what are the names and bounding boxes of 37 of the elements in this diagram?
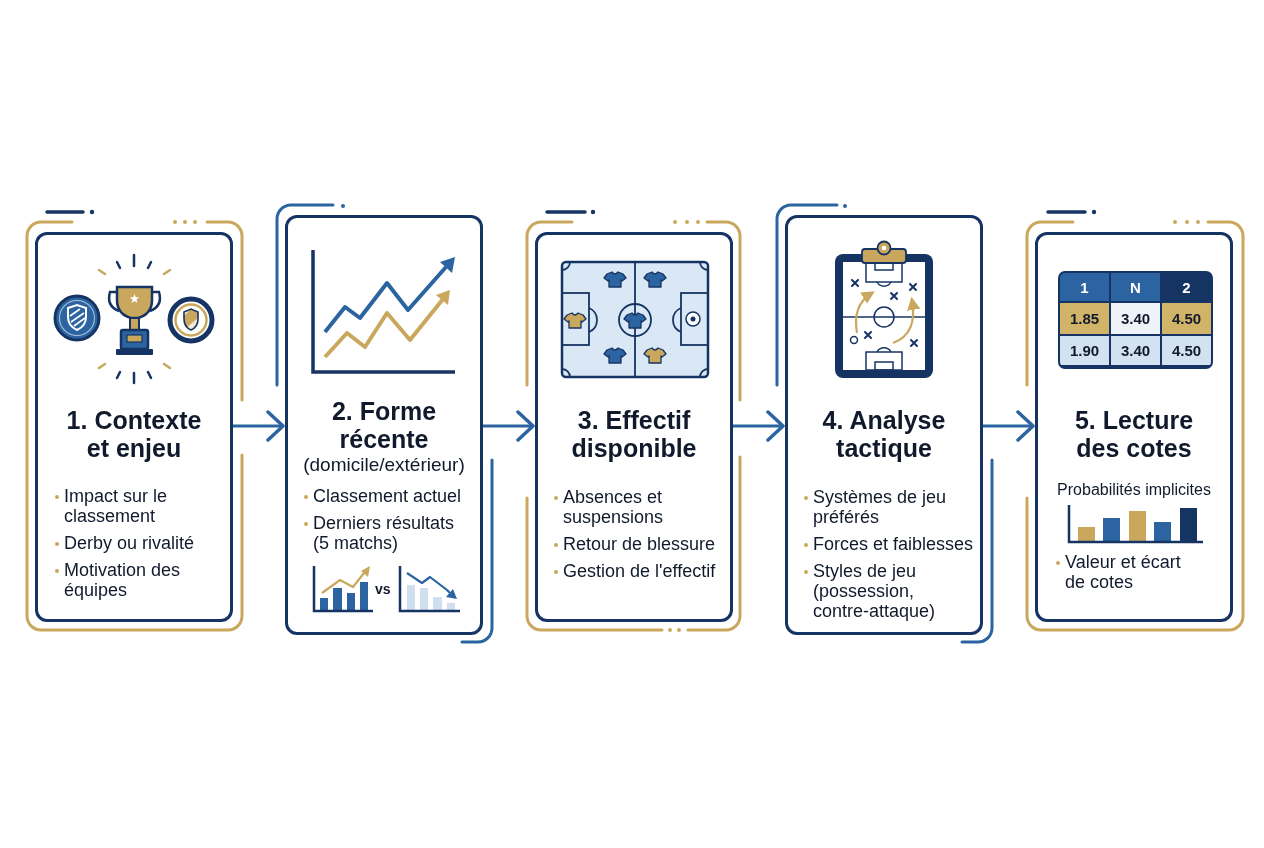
odds-cell: 1.85 bbox=[1060, 303, 1109, 334]
step-title: 3. Effectif disponible bbox=[570, 406, 698, 462]
bullet-item: Systèmes de jeu préférés bbox=[803, 487, 974, 527]
bullet-item: Classement actuel bbox=[303, 486, 462, 506]
odds-cell: 1.90 bbox=[1060, 336, 1109, 365]
step-card bbox=[535, 232, 733, 622]
odds-cell: 3.40 bbox=[1111, 336, 1160, 365]
odds-cell: 4.50 bbox=[1162, 336, 1211, 365]
bullet-item: Retour de blessure bbox=[553, 534, 716, 554]
bullet-item: Gestion de l'effectif bbox=[553, 561, 716, 581]
step-card bbox=[35, 232, 233, 622]
step-subtitle: (domicile/extérieur) bbox=[302, 454, 466, 476]
step-card bbox=[785, 215, 983, 635]
table-header-cell: 1 bbox=[1060, 273, 1109, 301]
bullet-item: Styles de jeu (possession, contre-attaque) bbox=[803, 561, 974, 621]
step-title: 4. Analyse tactique bbox=[821, 406, 947, 462]
arrow bbox=[483, 410, 535, 442]
step-title: 5. Lecture des cotes bbox=[1073, 406, 1195, 462]
arrow bbox=[233, 410, 285, 442]
arrow bbox=[733, 410, 785, 442]
arrow bbox=[983, 410, 1035, 442]
bullet-item: Derniers résultats (5 matchs) bbox=[303, 513, 468, 553]
bullet-item: Valeur et écart de cotes bbox=[1055, 552, 1193, 592]
bullet-item: Impact sur le classement bbox=[54, 486, 224, 526]
odds-cell: 3.40 bbox=[1111, 303, 1160, 334]
bullet-item: Motivation des équipes bbox=[54, 560, 224, 600]
step-card bbox=[285, 215, 483, 635]
odds-cell: 4.50 bbox=[1162, 303, 1211, 334]
step-title: 1. Contexte et enjeu bbox=[65, 406, 203, 462]
table-header-cell: N bbox=[1111, 273, 1160, 301]
bullet-item: Derby ou rivalité bbox=[54, 533, 195, 553]
step-title: 2. Forme récente bbox=[330, 397, 438, 453]
comparison-label: vs bbox=[375, 580, 391, 598]
bullet-item: Absences et suspensions bbox=[553, 487, 728, 527]
chart-caption: Probabilités implicites bbox=[1056, 481, 1212, 499]
bullet-item: Forces et faiblesses bbox=[803, 534, 974, 554]
step-card bbox=[1035, 232, 1233, 622]
